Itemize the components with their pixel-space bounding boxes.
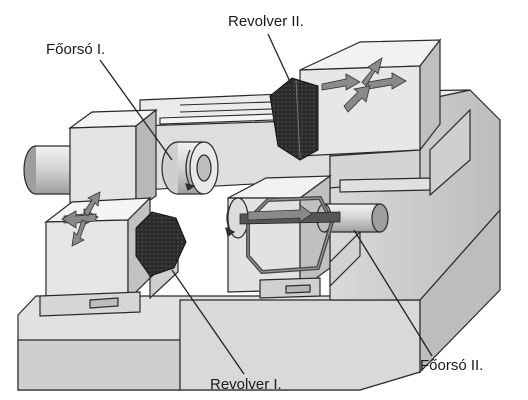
label-leader-lines bbox=[99, 33, 433, 375]
turret-2-icon bbox=[269, 77, 319, 161]
leader-line-spindle-2 bbox=[353, 229, 433, 357]
leader-line-spindle-1 bbox=[99, 59, 173, 161]
label-main-spindle-1: Főorsó I. bbox=[46, 41, 106, 58]
leader-line-turret-2 bbox=[267, 33, 293, 87]
label-turret-1: Revolver I. bbox=[210, 376, 282, 393]
label-main-spindle-2: Főorsó II. bbox=[420, 357, 484, 374]
spindle-1-chuck bbox=[161, 141, 219, 195]
label-turret-2: Revolver II. bbox=[228, 13, 304, 30]
turret-1-icon bbox=[135, 211, 187, 277]
spindle-2-motion-arrow-icon bbox=[247, 204, 313, 223]
turret-2-motion-arrows-icon bbox=[321, 57, 407, 113]
headstock-1 bbox=[23, 108, 158, 215]
turret-1-motion-arrows-icon bbox=[61, 191, 101, 247]
leader-line-turret-1 bbox=[171, 269, 245, 375]
